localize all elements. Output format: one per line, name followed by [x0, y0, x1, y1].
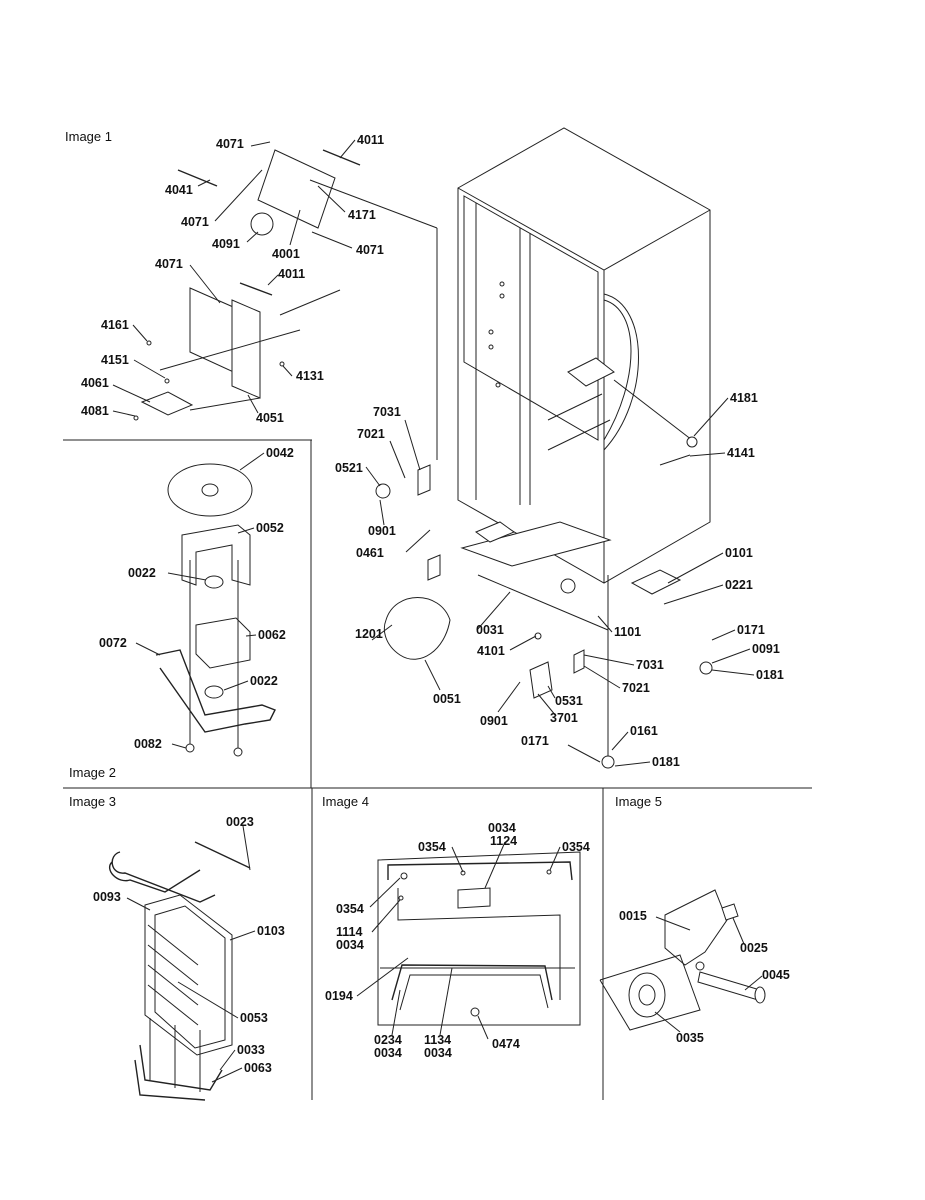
panel-dividers: [63, 439, 812, 1100]
callout-label: 4041: [165, 183, 193, 197]
image-2-drawing: [155, 463, 276, 757]
section-title-image-1: Image 1: [65, 129, 112, 144]
callout-label: 4171: [348, 208, 376, 222]
image-1-drawing: [133, 149, 438, 460]
callout-label: 0194: [325, 989, 353, 1003]
callout-label: 0181: [756, 668, 784, 682]
callout-label: 4161: [101, 318, 129, 332]
main-cabinet-drawing: [375, 127, 713, 769]
callout-label: 0354: [562, 840, 590, 854]
callout-label: 0101: [725, 546, 753, 560]
callout-label: 4011: [357, 133, 384, 147]
callout-label: 0901: [368, 524, 396, 538]
callout-label: 1114: [336, 925, 362, 939]
image-1-callouts: 4071 4011 4041 4171 4071 4091 4001 4071 …: [81, 133, 384, 425]
callout-label: 0034: [336, 938, 364, 952]
callout-label: 4071: [181, 215, 209, 229]
callout-label: 1124: [490, 834, 517, 848]
section-title-image-2: Image 2: [69, 765, 116, 780]
callout-label: 7031: [373, 405, 401, 419]
callout-label: 0022: [250, 674, 278, 688]
callout-label: 0052: [256, 521, 284, 535]
callout-label: 0521: [335, 461, 363, 475]
callout-label: 4141: [727, 446, 755, 460]
callout-label: 4131: [296, 369, 324, 383]
callout-label: 0015: [619, 909, 647, 923]
callout-label: 0042: [266, 446, 294, 460]
callout-label: 0234: [374, 1033, 402, 1047]
callout-label: 4181: [730, 391, 758, 405]
main-callouts: 4181 4141 7031 7021 0521 0901 0461 0101 …: [335, 391, 784, 769]
callout-label: 4071: [216, 137, 244, 151]
callout-label: 1134: [424, 1033, 451, 1047]
leader-lines: [112, 139, 763, 1083]
callout-label: 0031: [476, 623, 504, 637]
callout-label: 3701: [550, 711, 578, 725]
callout-label: 4071: [155, 257, 183, 271]
callout-label: 0082: [134, 737, 162, 751]
callout-label: 4011: [278, 267, 305, 281]
image-5-callouts: 0015 0025 0045 0035: [619, 909, 790, 1045]
image-4-callouts: 0034 1124 0354 0354 0354 1114 0034 0194 …: [325, 821, 590, 1060]
callout-label: 0051: [433, 692, 461, 706]
callout-label: 4061: [81, 376, 109, 390]
callout-label: 0025: [740, 941, 768, 955]
callout-label: 0171: [737, 623, 765, 637]
callout-label: 7021: [357, 427, 385, 441]
callout-label: 0023: [226, 815, 254, 829]
image-4-drawing: [377, 851, 581, 1026]
callout-label: 0062: [258, 628, 286, 642]
callout-label: 0033: [237, 1043, 265, 1057]
callout-label: 4081: [81, 404, 109, 418]
callout-label: 0461: [356, 546, 384, 560]
image-3-callouts: 0023 0093 0103 0053 0033 0063: [93, 815, 285, 1075]
callout-label: 0354: [418, 840, 446, 854]
callout-label: 0091: [752, 642, 780, 656]
callout-label: 4091: [212, 237, 240, 251]
callout-label: 1101: [614, 625, 641, 639]
callout-label: 0531: [555, 694, 583, 708]
callout-label: 0181: [652, 755, 680, 769]
callout-label: 0072: [99, 636, 127, 650]
callout-label: 0901: [480, 714, 508, 728]
callout-label: 4001: [272, 247, 300, 261]
callout-label: 7021: [622, 681, 650, 695]
section-title-image-4: Image 4: [322, 794, 369, 809]
callout-label: 0093: [93, 890, 121, 904]
image-5-drawing: [599, 889, 766, 1031]
callout-label: 4151: [101, 353, 129, 367]
callout-label: 7031: [636, 658, 664, 672]
callout-label: 4051: [256, 411, 284, 425]
callout-label: 0045: [762, 968, 790, 982]
section-title-image-3: Image 3: [69, 794, 116, 809]
image-3-drawing: [109, 841, 251, 1101]
callout-label: 0161: [630, 724, 658, 738]
callout-label: 0171: [521, 734, 549, 748]
callout-label: 0103: [257, 924, 285, 938]
image-2-callouts: 0042 0052 0022 0062 0072 0022 0082: [99, 446, 294, 751]
callout-label: 4101: [477, 644, 505, 658]
callout-label: 0034: [488, 821, 516, 835]
callout-label: 1201: [355, 627, 383, 641]
callout-label: 4071: [356, 243, 384, 257]
callout-label: 0035: [676, 1031, 704, 1045]
callout-label: 0063: [244, 1061, 272, 1075]
callout-label: 0221: [725, 578, 753, 592]
callout-label: 0034: [374, 1046, 402, 1060]
section-title-image-5: Image 5: [615, 794, 662, 809]
callout-label: 0034: [424, 1046, 452, 1060]
callout-label: 0053: [240, 1011, 268, 1025]
callout-label: 0474: [492, 1037, 520, 1051]
callout-label: 0354: [336, 902, 364, 916]
callout-label: 0022: [128, 566, 156, 580]
